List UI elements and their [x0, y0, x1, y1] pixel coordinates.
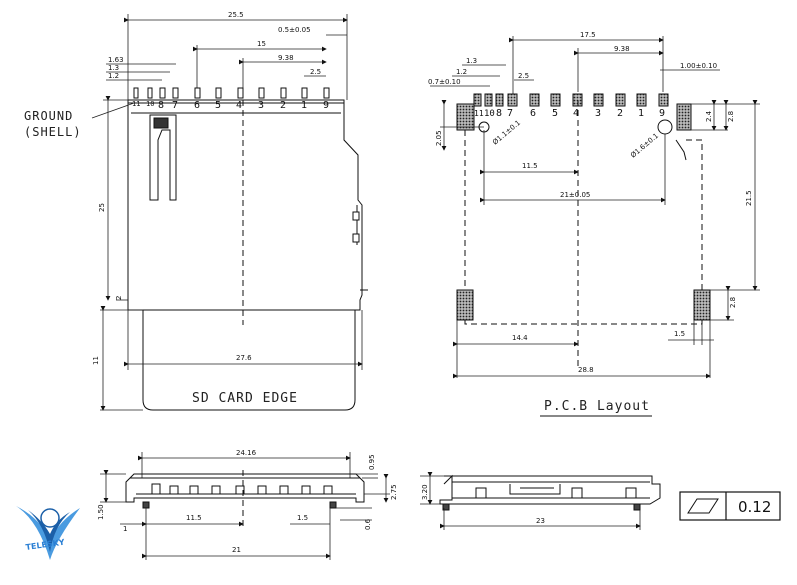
pin-label-3: 3: [258, 100, 264, 111]
side-body: [439, 474, 661, 505]
pcb-dim-21: 21±0.05: [560, 191, 590, 199]
pcb-pin-2: 2: [617, 108, 623, 119]
pcb-dim-1-2: 1.2: [456, 68, 467, 76]
pcb-dim-1-00: 1.00±0.10: [680, 62, 717, 70]
pin-label-5: 5: [215, 100, 221, 111]
pcb-dim-11-5: 11.5: [522, 162, 538, 170]
pcb-outline: [464, 130, 703, 325]
pcb-layout: 17.5 9.38 1.3 1.2 0.7±0.10 2.5 1.00±0.10: [428, 31, 760, 417]
pin-label-11: 11: [132, 100, 140, 108]
pcb-dim-28-8: 28.8: [578, 366, 594, 374]
dim-15: 15: [257, 40, 266, 48]
dim-27-6: 27.6: [236, 354, 252, 362]
pcb-pin-9: 9: [659, 108, 665, 119]
front-dim-24-16: 24.16: [236, 449, 257, 457]
dim-1-63: 1.63: [108, 56, 124, 64]
flatness-value: 0.12: [738, 498, 771, 516]
pcb-dim-21-5: 21.5: [745, 190, 753, 206]
shell-label: (SHELL): [24, 125, 82, 139]
pcb-pin-4: 4: [573, 108, 579, 119]
sd-card-edge: [142, 310, 356, 411]
pcb-pin-3: 3: [595, 108, 601, 119]
connector-body: [127, 99, 363, 311]
front-view: 24.16 0.95 2.75 1.50 0.6: [97, 449, 398, 560]
flatness-icon: [687, 498, 719, 514]
pcb-dim-17-5: 17.5: [580, 31, 596, 39]
pcb-pin-7: 7: [507, 108, 513, 119]
front-body: [125, 473, 365, 503]
dim-0-5: 0.5±0.05: [278, 26, 311, 34]
front-dim-2-75: 2.75: [390, 484, 398, 500]
dim-1-2: 1.2: [108, 72, 119, 80]
front-contacts: [151, 483, 333, 495]
hole-2-dim: Ø1.6±0.1: [629, 132, 660, 160]
pcb-pin-5: 5: [552, 108, 558, 119]
hole-2: [657, 119, 673, 135]
logo-wing-icon: [16, 506, 80, 560]
pcb-dim-14-4: 14.4: [512, 334, 528, 342]
pcb-dim-2-8a: 2.8: [727, 111, 735, 122]
pin-label-4: 4: [236, 100, 242, 111]
front-dim-11-5: 11.5: [186, 514, 202, 522]
pcb-pin-10: 10: [484, 109, 495, 119]
pin-label-8: 8: [158, 100, 164, 111]
pin-label-7: 7: [172, 100, 178, 111]
pcb-dim-0-7: 0.7±0.10: [428, 78, 461, 86]
logo-text: TELESKY: [25, 538, 65, 552]
pcb-pin-6: 6: [530, 108, 536, 119]
pcb-dim-2-05: 2.05: [435, 130, 443, 146]
ground-label: GROUND: [24, 109, 73, 123]
front-dim-21: 21: [232, 546, 241, 554]
dim-2: 2: [115, 296, 123, 300]
telesky-logo: TELESKY: [16, 506, 80, 560]
pin-label-2: 2: [280, 100, 286, 111]
pcb-pads: [456, 93, 711, 321]
dim-25: 25: [98, 203, 106, 212]
dim-11: 11: [92, 356, 100, 365]
side-dim-3-20: 3.20: [421, 484, 429, 500]
pcb-dim-1-3: 1.3: [466, 57, 477, 65]
hole-1-dim: Ø1.1±0.1: [491, 119, 522, 147]
front-dim-1: 1: [123, 525, 127, 533]
dim-25-5: 25.5: [228, 11, 244, 19]
pin-label-10: 10: [146, 100, 154, 108]
top-view: 25.5 0.5±0.05 15 9.38 2.5 1.63 1.3 1.2: [24, 11, 368, 411]
pcb-pin-1: 1: [638, 108, 644, 119]
dim-2-5: 2.5: [310, 68, 321, 76]
pcb-dim-2-5: 2.5: [518, 72, 529, 80]
front-dim-1-5: 1.5: [297, 514, 308, 522]
pin-label-6: 6: [194, 100, 200, 111]
pcb-dim-1-5: 1.5: [674, 330, 685, 338]
pcb-dim-2-8b: 2.8: [729, 297, 737, 308]
pcb-dim-9-38: 9.38: [614, 45, 630, 53]
side-dim-23: 23: [536, 517, 545, 525]
front-dim-1-50: 1.50: [97, 504, 105, 520]
front-dim-0-95: 0.95: [368, 454, 376, 470]
side-view: 3.20 23: [420, 472, 661, 530]
pcb-pin-8: 8: [496, 108, 502, 119]
pin-label-1: 1: [301, 100, 307, 111]
sd-card-edge-label: SD CARD EDGE: [192, 391, 298, 406]
pin-label-9: 9: [323, 100, 329, 111]
pcb-layout-title: P.C.B Layout: [544, 399, 650, 414]
pcb-pin-11: 11: [474, 109, 484, 118]
pcb-dim-2-4: 2.4: [705, 110, 713, 122]
dim-1-3: 1.3: [108, 64, 119, 72]
top-pin-stubs: [133, 87, 330, 99]
front-dim-0-6: 0.6: [364, 518, 372, 530]
dim-9-38: 9.38: [278, 54, 294, 62]
flatness-tolerance-box: 0.12: [679, 491, 781, 521]
latch-arm: [149, 114, 177, 201]
